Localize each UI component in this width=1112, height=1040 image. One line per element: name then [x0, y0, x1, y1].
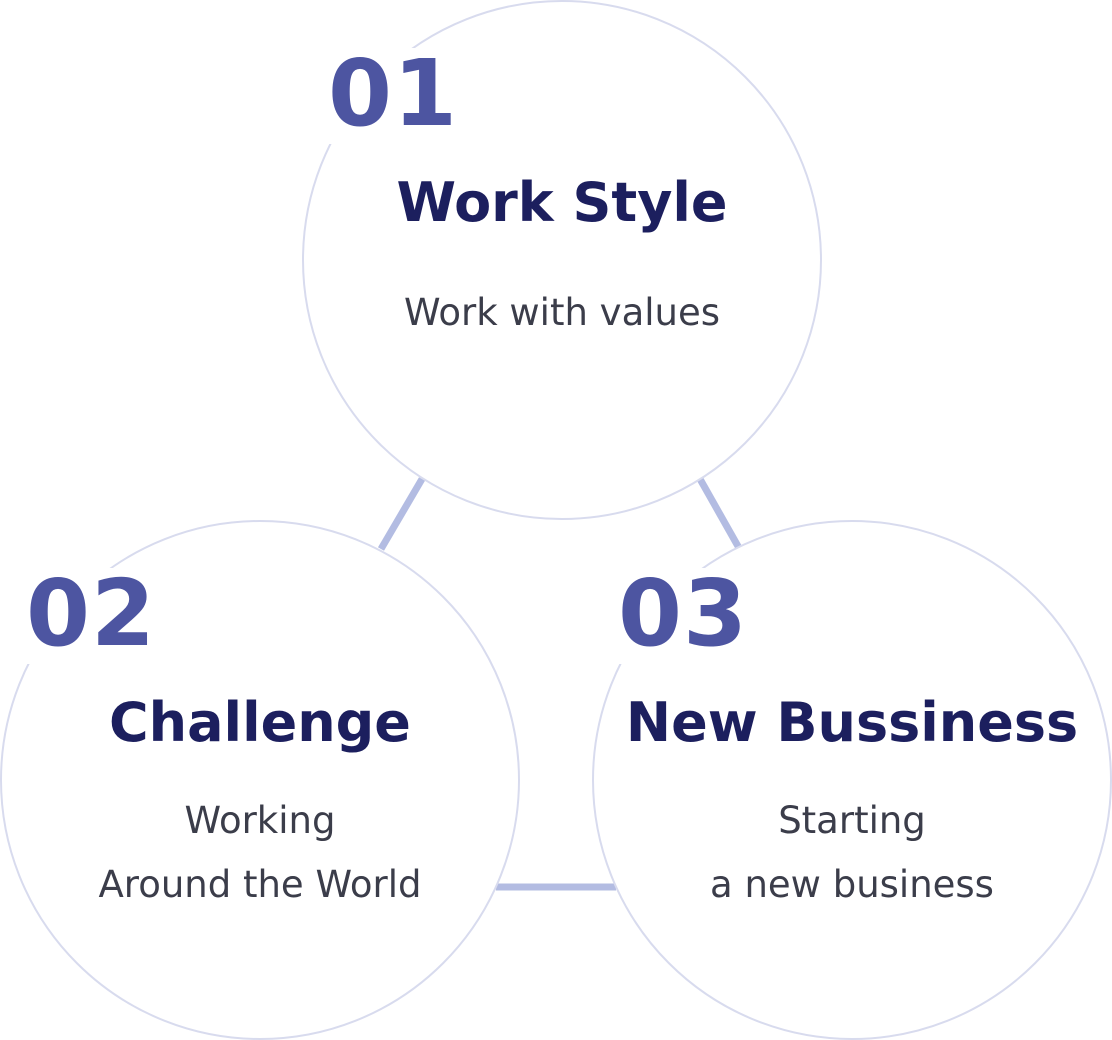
item-title-work-style: Work Style [396, 171, 728, 234]
item-number-03: 03 [618, 568, 753, 664]
description-line: a new business [710, 863, 994, 906]
item-number-02: 02 [26, 568, 161, 664]
description-line: Work with values [403, 291, 721, 334]
connector-01-03 [696, 477, 743, 550]
item-title-challenge: Challenge [109, 691, 411, 754]
item-title-new-business: New Bussiness [625, 691, 1079, 754]
item-description-work-style: Work with values [302, 281, 822, 345]
item-number-01: 01 [328, 48, 463, 144]
description-line: Around the World [98, 863, 422, 906]
description-line: Working [184, 799, 336, 842]
circle-challenge [0, 520, 520, 1040]
item-description-challenge: Working Around the World [0, 789, 520, 917]
connector-01-02 [377, 477, 426, 551]
item-description-new-business: Starting a new business [592, 789, 1112, 917]
description-line: Starting [778, 799, 926, 842]
